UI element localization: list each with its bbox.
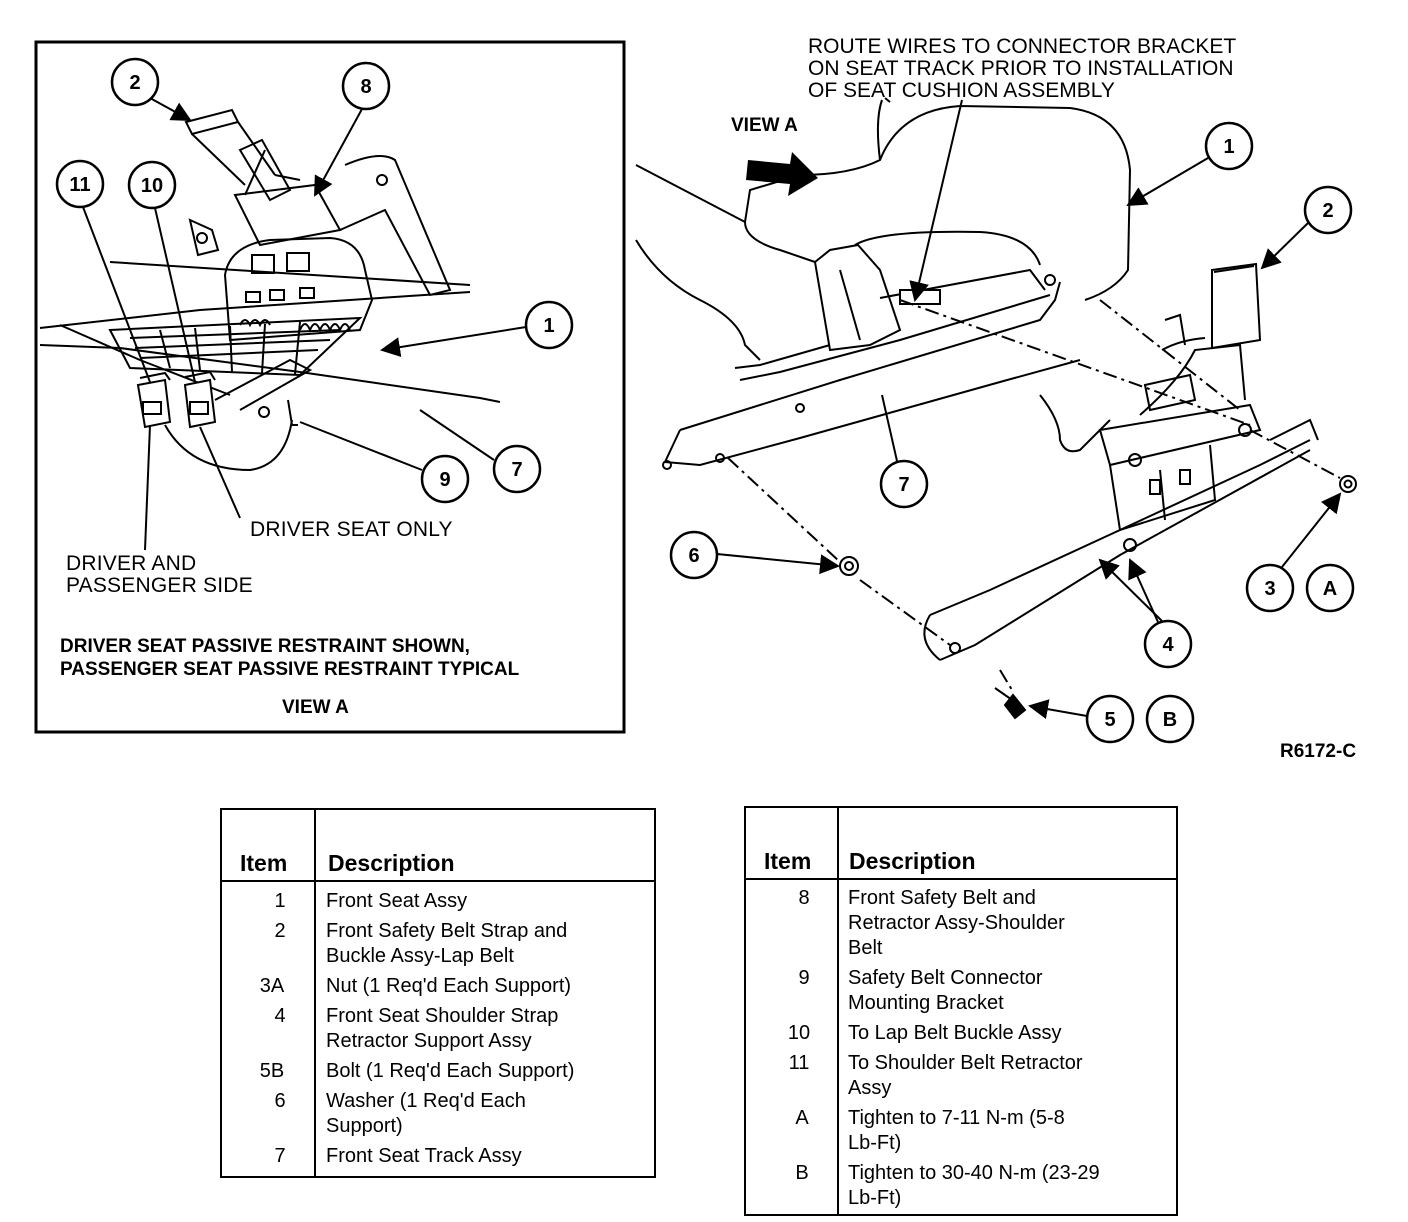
legend-left: Item Description 1 Front Seat Assy 2 Fro… bbox=[220, 808, 656, 1178]
item-description: Front Seat Shoulder Strap Retractor Supp… bbox=[326, 1005, 559, 1052]
callout-2: 2 bbox=[1322, 200, 1333, 222]
callout-5: 5 bbox=[1104, 709, 1115, 731]
item-number: B bbox=[795, 1162, 809, 1184]
route-note-line1: ROUTE WIRES TO CONNECTOR BRACKET bbox=[808, 35, 1237, 58]
item-number: 5B bbox=[259, 1060, 285, 1082]
callout-11-va: 11 bbox=[69, 174, 90, 196]
item-description: Front Seat Assy bbox=[326, 890, 468, 912]
view-a-caption-2: PASSENGER SEAT PASSIVE RESTRAINT TYPICAL bbox=[60, 659, 520, 680]
item-number: 1 bbox=[274, 890, 286, 912]
callout-numbers: 2 8 11 10 1 7 9 1 2 7 6 3 A 4 5 B bbox=[69, 72, 1337, 731]
callout-4: 4 bbox=[1162, 634, 1174, 656]
main-callouts bbox=[669, 121, 1355, 744]
view-a-caption-1: DRIVER SEAT PASSIVE RESTRAINT SHOWN, bbox=[60, 636, 470, 657]
legend-left-desc-header: Description bbox=[328, 850, 455, 876]
callout-9-va: 9 bbox=[439, 469, 450, 491]
view-a-callouts bbox=[55, 57, 574, 504]
view-a-frame bbox=[34, 40, 626, 734]
route-note-line2: ON SEAT TRACK PRIOR TO INSTALLATION bbox=[808, 57, 1234, 80]
item-number: A bbox=[795, 1107, 809, 1129]
item-description: Front Seat Track Assy bbox=[326, 1145, 522, 1167]
legend-left-item-header: Item bbox=[240, 850, 288, 876]
seat-assembly-diagram: 2 8 11 10 1 7 9 1 2 7 6 3 A 4 5 B bbox=[34, 40, 1357, 744]
view-a-leaders bbox=[82, 97, 527, 551]
driver-passenger-label-2: PASSENGER SIDE bbox=[66, 574, 253, 597]
callout-3: 3 bbox=[1264, 578, 1275, 600]
legend-right-desc-header: Description bbox=[849, 848, 976, 874]
item-number: 9 bbox=[798, 967, 810, 989]
legend-right: Item Description 8 Front Safety Belt and… bbox=[744, 806, 1178, 1216]
item-description: Nut (1 Req'd Each Support) bbox=[326, 975, 572, 997]
item-description: Tighten to 30-40 N-m (23-29 Lb-Ft) bbox=[848, 1162, 1100, 1209]
item-description: Tighten to 7-11 N-m (5-8 Lb-Ft) bbox=[848, 1107, 1065, 1154]
callout-2-va: 2 bbox=[129, 72, 140, 94]
view-a-arrow-icon bbox=[746, 152, 818, 196]
callout-8-va: 8 bbox=[360, 76, 371, 98]
driver-seat-only-label: DRIVER SEAT ONLY bbox=[250, 518, 453, 541]
item-number: 4 bbox=[274, 1005, 286, 1027]
item-description: To Shoulder Belt Retractor Assy bbox=[848, 1052, 1083, 1099]
item-number: 10 bbox=[787, 1022, 811, 1044]
legend-right-item-header: Item bbox=[764, 848, 812, 874]
item-number: 2 bbox=[274, 920, 286, 942]
figure-id: R6172-C bbox=[1280, 741, 1357, 762]
item-description: Bolt (1 Req'd Each Support) bbox=[326, 1060, 575, 1082]
item-description: Front Safety Belt Strap and Buckle Assy-… bbox=[326, 920, 568, 967]
callout-a: A bbox=[1323, 578, 1337, 600]
item-description: Front Safety Belt and Retractor Assy-Sho… bbox=[848, 887, 1065, 959]
route-note-line3: OF SEAT CUSHION ASSEMBLY bbox=[808, 79, 1115, 102]
item-description: Safety Belt Connector Mounting Bracket bbox=[848, 967, 1043, 1014]
view-a-arrow-label: VIEW A bbox=[731, 115, 798, 136]
main-drawing bbox=[635, 99, 1357, 720]
item-number: 11 bbox=[788, 1052, 810, 1074]
callout-b: B bbox=[1163, 709, 1177, 731]
callout-7-va: 7 bbox=[511, 459, 522, 481]
item-number: 7 bbox=[274, 1145, 286, 1167]
callout-1: 1 bbox=[1223, 136, 1234, 158]
driver-passenger-label-1: DRIVER AND bbox=[66, 552, 197, 575]
view-a-drawing bbox=[39, 108, 501, 472]
callout-10-va: 10 bbox=[141, 175, 163, 197]
callout-6: 6 bbox=[688, 545, 699, 567]
callout-1-va: 1 bbox=[543, 315, 554, 337]
item-description: To Lap Belt Buckle Assy bbox=[848, 1022, 1062, 1044]
view-a-title: VIEW A bbox=[282, 697, 349, 718]
item-description: Washer (1 Req'd Each Support) bbox=[326, 1090, 526, 1137]
item-number: 8 bbox=[798, 887, 810, 909]
callout-7: 7 bbox=[898, 474, 909, 496]
main-leaders bbox=[716, 97, 1342, 719]
item-number: 6 bbox=[274, 1090, 286, 1112]
item-number: 3A bbox=[259, 975, 285, 997]
